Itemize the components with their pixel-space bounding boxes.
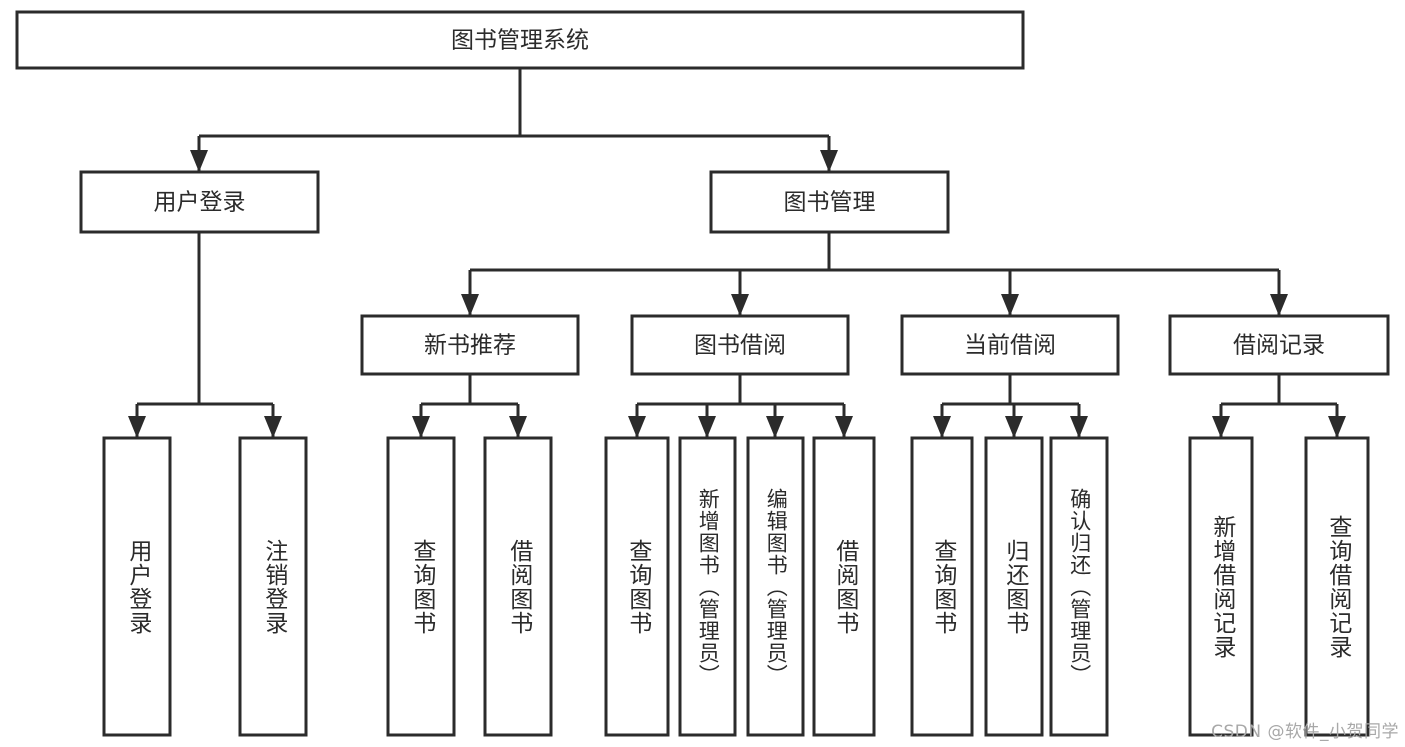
arrow-head-icon — [1212, 416, 1230, 438]
node-label-user-login: 用户登录 — [154, 190, 246, 216]
connector-group-bookmanage-to-level3 — [461, 232, 1288, 316]
node-box-book-manage[interactable] — [709, 170, 950, 234]
connectors-layer — [128, 68, 1346, 438]
connector-group-root-to-level2 — [190, 68, 838, 172]
node-label-book-manage: 图书管理 — [784, 190, 876, 216]
node-box-leaf-query-book-1[interactable] — [386, 436, 456, 737]
connector-group-newbookrec-to-leaves — [412, 374, 527, 438]
node-box-new-book-rec[interactable] — [360, 314, 580, 376]
node-box-leaf-logout[interactable] — [238, 436, 308, 737]
arrow-head-icon — [190, 150, 208, 172]
node-label-borrow-record: 借阅记录 — [1233, 333, 1325, 359]
arrow-head-icon — [128, 416, 146, 438]
arrow-head-icon — [1005, 416, 1023, 438]
arrow-head-icon — [628, 416, 646, 438]
arrow-head-icon — [509, 416, 527, 438]
csdn-watermark: CSDN @软件_小贺同学 — [1211, 722, 1399, 742]
node-box-current-borrow[interactable] — [900, 314, 1120, 376]
connector-group-bookborrow-to-leaves — [628, 374, 853, 438]
arrow-head-icon — [820, 150, 838, 172]
node-box-book-borrow[interactable] — [630, 314, 850, 376]
arrow-head-icon — [698, 416, 716, 438]
connector-group-borrowrecord-to-leaves — [1212, 374, 1346, 438]
arrow-head-icon — [461, 294, 479, 316]
node-label-root: 图书管理系统 — [451, 28, 589, 54]
node-box-leaf-add-book[interactable] — [678, 436, 737, 737]
arrow-head-icon — [1070, 416, 1088, 438]
node-label-book-borrow: 图书借阅 — [694, 333, 786, 359]
arrow-head-icon — [412, 416, 430, 438]
arrow-head-icon — [933, 416, 951, 438]
node-box-leaf-query-record[interactable] — [1304, 436, 1370, 737]
node-box-user-login[interactable] — [79, 170, 320, 234]
node-box-leaf-return-book[interactable] — [984, 436, 1044, 737]
node-box-leaf-query-book-2[interactable] — [604, 436, 670, 737]
node-box-leaf-confirm-return[interactable] — [1049, 436, 1109, 737]
arrow-head-icon — [1270, 294, 1288, 316]
boxes-layer — [15, 10, 1390, 737]
node-box-root[interactable] — [15, 10, 1025, 70]
node-box-leaf-user-login[interactable] — [102, 436, 172, 737]
arrow-head-icon — [731, 294, 749, 316]
node-box-leaf-borrow-book-2[interactable] — [812, 436, 876, 737]
node-label-current-borrow: 当前借阅 — [964, 333, 1056, 359]
node-box-borrow-record[interactable] — [1168, 314, 1390, 376]
node-box-leaf-query-book-3[interactable] — [910, 436, 974, 737]
arrow-head-icon — [766, 416, 784, 438]
connector-group-currentborrow-to-leaves — [933, 374, 1088, 438]
arrow-head-icon — [835, 416, 853, 438]
node-box-leaf-borrow-book-1[interactable] — [483, 436, 553, 737]
arrow-head-icon — [1328, 416, 1346, 438]
arrow-head-icon — [264, 416, 282, 438]
node-box-leaf-add-record[interactable] — [1188, 436, 1254, 737]
node-box-leaf-edit-book[interactable] — [746, 436, 805, 737]
connector-group-userlogin-to-leaves — [128, 232, 282, 438]
arrow-head-icon — [1001, 294, 1019, 316]
node-label-new-book-rec: 新书推荐 — [424, 333, 516, 359]
